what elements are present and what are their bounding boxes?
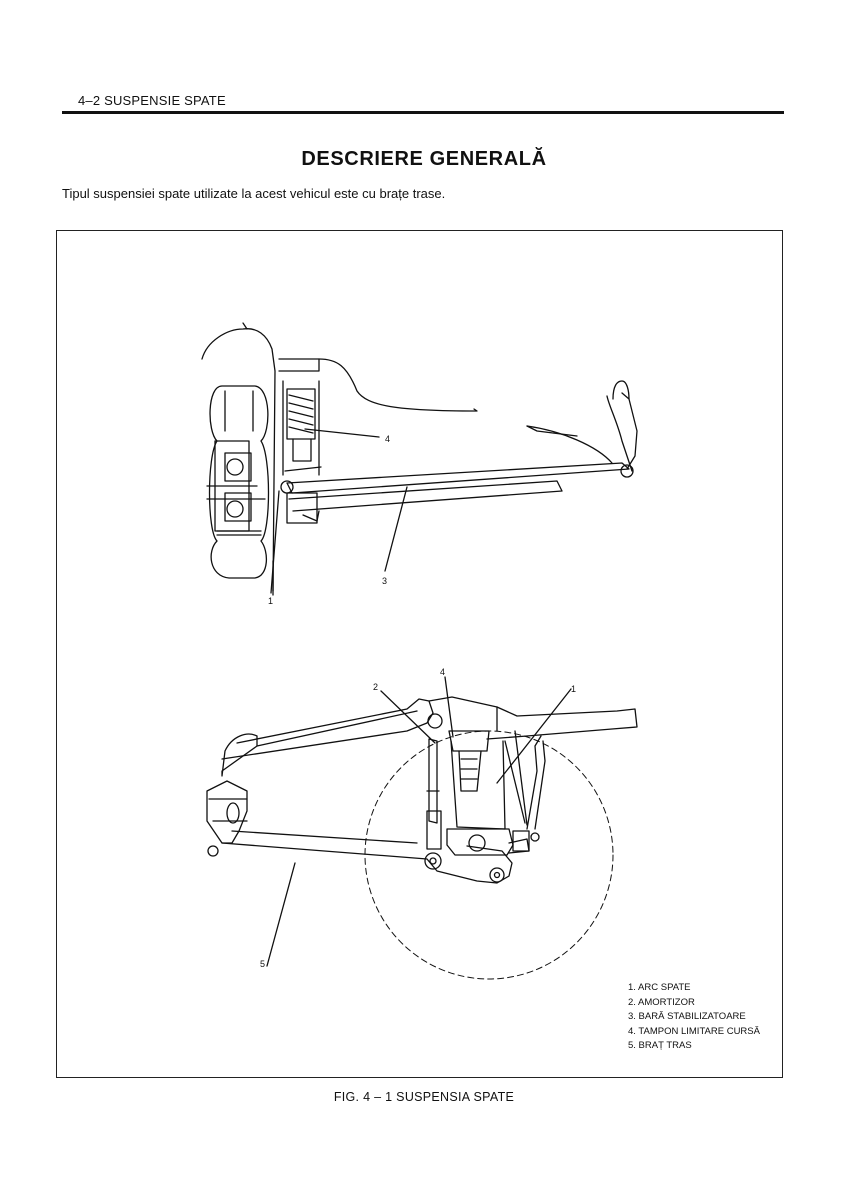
figure-legend: 1. ARC SPATE 2. AMORTIZOR 3. BARĂ STABIL…	[628, 981, 760, 1054]
bottom-view-drawing	[206, 676, 638, 980]
callout-bottom-4: 4	[440, 667, 445, 677]
suspension-drawing: 4 3 1 4 2 1 5	[201, 322, 638, 980]
page-header: 4–2 SUSPENSIE SPATE	[78, 93, 226, 108]
legend-item: 5. BRAȚ TRAS	[628, 1040, 692, 1051]
callout-top-3: 3	[382, 576, 387, 586]
figure-frame: 4 3 1 4 2 1 5 1. ARC SPATE 2. AMORTIZOR …	[56, 230, 783, 1078]
intro-paragraph: Tipul suspensiei spate utilizate la aces…	[62, 186, 446, 201]
legend-item: 4. TAMPON LIMITARE CURSĂ	[628, 1025, 760, 1037]
legend-item: 3. BARĂ STABILIZATOARE	[628, 1011, 746, 1022]
header-rule	[62, 111, 784, 114]
callout-bottom-1: 1	[571, 684, 576, 694]
callout-bottom-2: 2	[373, 682, 378, 692]
callout-bottom-5: 5	[260, 959, 265, 969]
callout-top-4: 4	[385, 434, 390, 444]
legend-item: 1. ARC SPATE	[628, 982, 691, 993]
figure-caption: FIG. 4 – 1 SUSPENSIA SPATE	[333, 1090, 515, 1104]
callout-top-1: 1	[268, 596, 273, 606]
top-view-drawing	[201, 322, 638, 596]
legend-item: 2. AMORTIZOR	[628, 996, 695, 1008]
page-title: DESCRIERE GENERALĂ	[301, 148, 547, 170]
